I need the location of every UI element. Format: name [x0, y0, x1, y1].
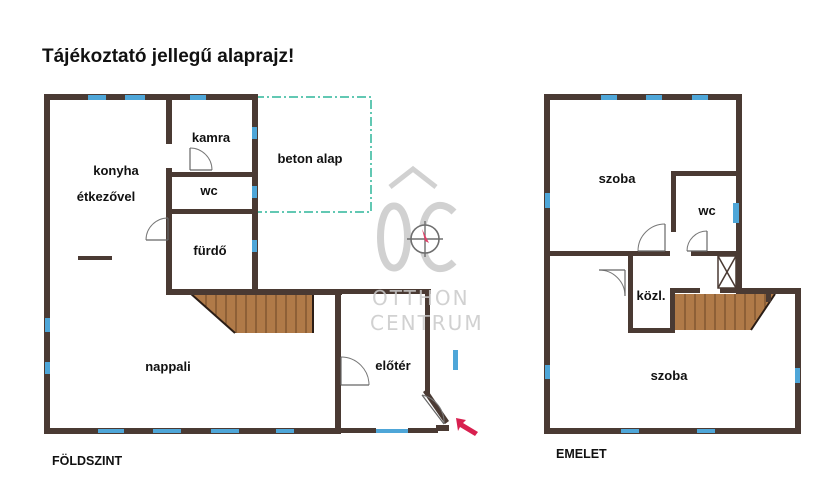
entry-arrow-icon: [456, 418, 478, 436]
room-label-beton-alap: beton alap: [277, 151, 342, 166]
watermark-line2: CENTRUM: [370, 311, 484, 335]
upper-windows: [545, 95, 800, 433]
room-label-szoba-bottom: szoba: [651, 368, 689, 383]
upper-stairwell-void: [717, 255, 737, 289]
room-label-nappali: nappali: [145, 359, 191, 374]
upper-doors: [598, 223, 708, 297]
room-label-upper-wc: wc: [697, 203, 715, 218]
room-label-kamra: kamra: [192, 130, 231, 145]
upper-walls: [544, 94, 801, 434]
ground-stairs: [189, 292, 314, 334]
room-label-wc: wc: [199, 183, 217, 198]
floor-label-emelet: EMELET: [556, 447, 607, 461]
upper-floor-plan: szoba wc közl. szoba EMELET: [544, 94, 801, 461]
ground-doors: [145, 147, 445, 425]
room-label-kozl: közl.: [637, 288, 666, 303]
ground-windows: [45, 95, 458, 433]
otthon-centrum-watermark: OTTHON CENTRUM: [370, 165, 484, 335]
floor-label-foldszint: FÖLDSZINT: [52, 453, 122, 468]
ground-floor-plan: konyha étkezővel kamra wc fürdő beton al…: [44, 94, 478, 468]
room-label-furdo: fürdő: [193, 243, 226, 258]
room-label-etkezovel: étkezővel: [77, 189, 136, 204]
compass-icon: [407, 221, 443, 257]
watermark-line1: OTTHON: [372, 286, 470, 310]
room-label-eloter: előtér: [375, 358, 410, 373]
upper-stairs: [675, 293, 776, 331]
logo-o-letter: [377, 202, 411, 272]
room-label-konyha: konyha: [93, 163, 139, 178]
concrete-slab-outline: [255, 96, 372, 213]
room-label-szoba-top: szoba: [599, 171, 637, 186]
page-title: Tájékoztató jellegű alaprajz!: [42, 46, 294, 67]
